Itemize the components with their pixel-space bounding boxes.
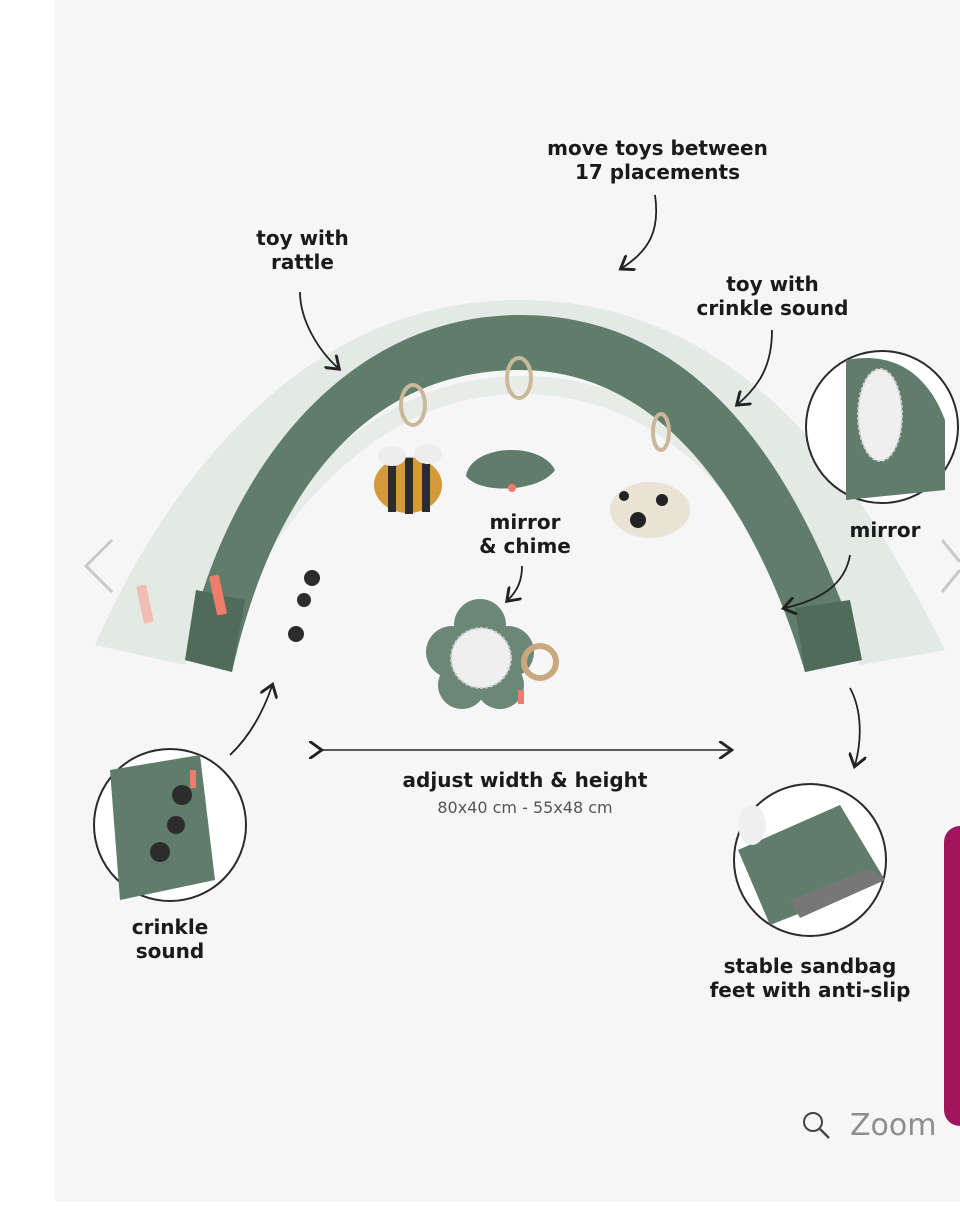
label-sandbag: stable sandbag feet with anti-slip — [700, 954, 920, 1002]
flower-mirror-toy — [426, 599, 559, 709]
label-sandbag-line1: stable sandbag — [723, 954, 897, 978]
label-crinkle-sound-line2: sound — [135, 939, 205, 963]
side-feedback-tab[interactable] — [944, 826, 960, 1126]
chevron-right-icon — [940, 539, 960, 593]
label-toy-crinkle: toy with crinkle sound — [690, 272, 855, 320]
cow-toy — [610, 482, 690, 538]
brand-tag — [209, 574, 227, 616]
label-move-toys: move toys between 17 placements — [540, 136, 775, 184]
zoom-button[interactable]: Zoom — [800, 1100, 960, 1150]
label-mirror-chime-line1: mirror — [489, 510, 561, 534]
label-mirror: mirror — [849, 518, 921, 542]
label-mirror-chime: mirror & chime — [470, 510, 580, 558]
hanging-mirror-toy — [466, 449, 555, 492]
arch-faded — [95, 300, 945, 665]
crinkle-detail-circle — [93, 748, 247, 902]
label-toy-rattle-line2: rattle — [271, 250, 334, 274]
previous-image-button[interactable] — [80, 536, 120, 596]
sandbag-detail-circle — [733, 783, 887, 937]
label-crinkle-sound-line1: crinkle — [131, 915, 209, 939]
play-gym-arch — [185, 315, 862, 672]
label-toy-rattle-line1: toy with — [256, 226, 349, 250]
label-sandbag-line2: feet with anti-slip — [709, 978, 911, 1002]
label-adjust: adjust width & height — [402, 768, 648, 792]
zoom-label: Zoom — [850, 1107, 937, 1143]
bee-toy — [374, 444, 442, 514]
chevron-left-icon — [83, 538, 114, 594]
label-dimensions: 80x40 cm - 55x48 cm — [437, 798, 613, 817]
label-move-toys-line1: move toys between — [547, 136, 768, 160]
label-toy-crinkle-line2: crinkle sound — [696, 296, 849, 320]
label-mirror-chime-line2: & chime — [479, 534, 571, 558]
label-move-toys-line2: 17 placements — [575, 160, 740, 184]
label-toy-rattle: toy with rattle — [240, 226, 365, 274]
mirror-detail-circle — [805, 350, 959, 504]
next-image-button[interactable] — [938, 536, 960, 596]
magnifier-icon — [803, 1112, 830, 1139]
label-toy-crinkle-line1: toy with — [726, 272, 819, 296]
label-crinkle-sound: crinkle sound — [115, 915, 225, 963]
